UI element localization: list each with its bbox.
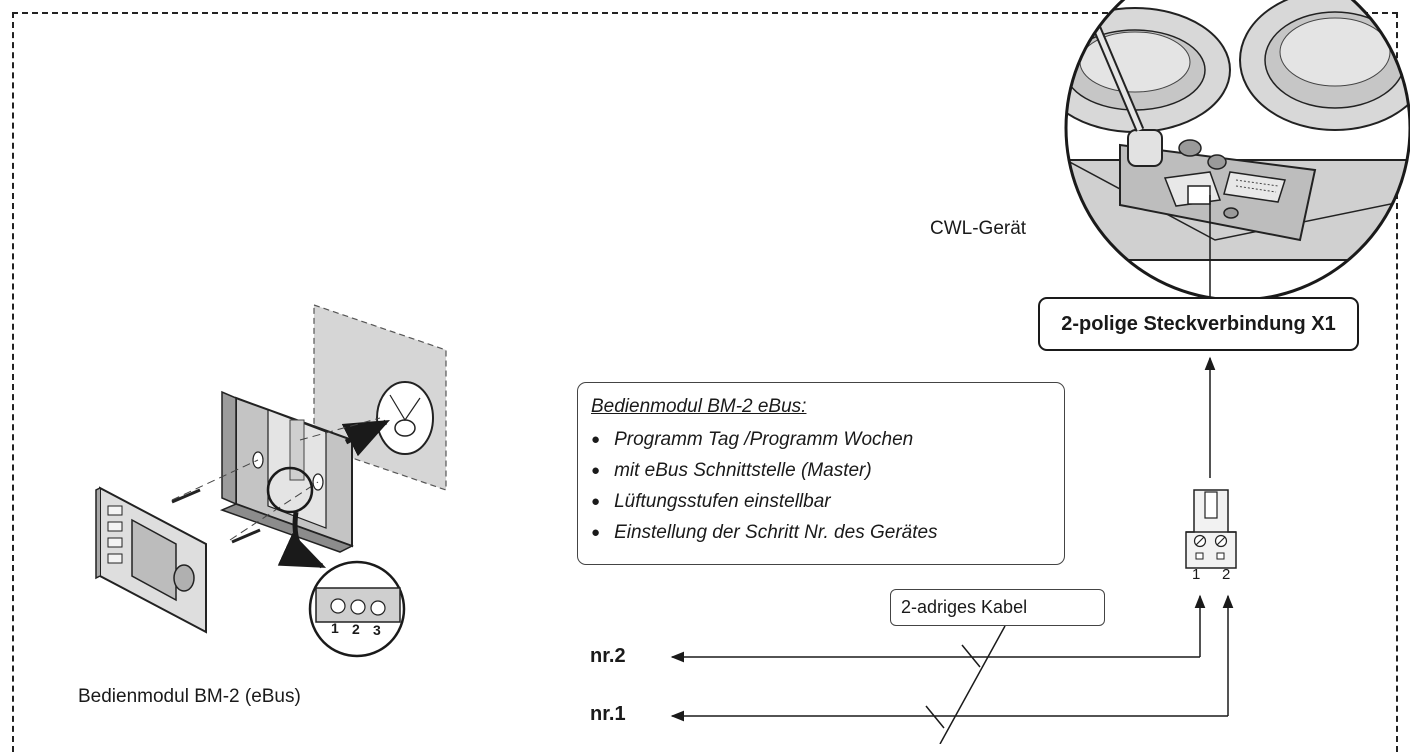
line-label-nr1: nr.1 [590, 703, 626, 725]
list-item: Lüftungsstufen einstellbar [591, 486, 1064, 517]
connector-label: 2-polige Steckverbindung X1 [1061, 312, 1336, 335]
wall-mount-illustration [95, 304, 447, 658]
cable-label-box: 2-adriges Kabel [890, 589, 1105, 626]
two-pin-plug [1185, 489, 1237, 569]
inset-terminal-2: 2 [352, 621, 360, 637]
module-info-list: Programm Tag /Programm Wochen mit eBus S… [591, 424, 1064, 548]
connector-box: 2-polige Steckverbindung X1 [1038, 297, 1359, 351]
terminal-number-1: 1 [1192, 566, 1201, 583]
line-label-nr2: nr.2 [590, 645, 626, 667]
inset-terminal-1: 1 [331, 620, 339, 636]
terminal-number-2: 2 [1222, 566, 1231, 583]
list-item: Einstellung der Schritt Nr. des Gerätes [591, 517, 1064, 548]
module-info-box: Bedienmodul BM-2 eBus: Programm Tag /Pro… [577, 382, 1065, 565]
cable-label: 2-adriges Kabel [901, 597, 1028, 617]
device-label: CWL-Gerät [930, 218, 1027, 239]
inset-terminal-3: 3 [373, 622, 381, 638]
list-item: Programm Tag /Programm Wochen [591, 424, 1064, 455]
module-caption: Bedienmodul BM-2 (eBus) [78, 686, 301, 707]
list-item: mit eBus Schnittstelle (Master) [591, 455, 1064, 486]
dashed-border-frame [12, 12, 1398, 752]
module-info-title: Bedienmodul BM-2 eBus: [591, 396, 807, 417]
wire-lines [670, 594, 1234, 744]
cwl-device-illustration [1064, 0, 1410, 302]
